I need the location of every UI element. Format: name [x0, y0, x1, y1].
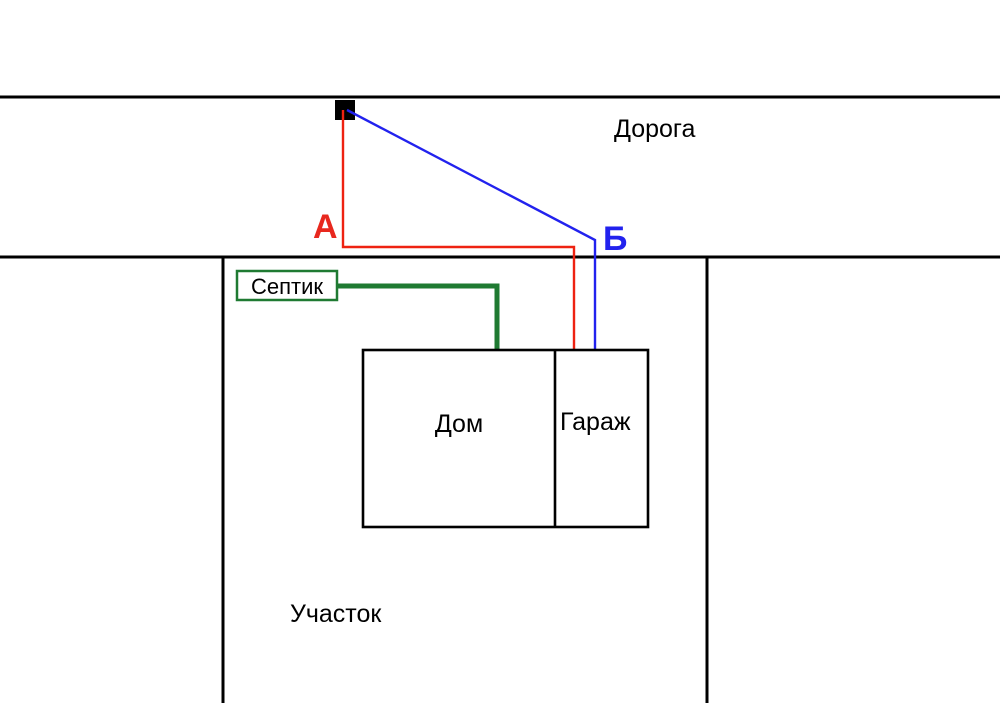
- house-label: Дом: [435, 410, 483, 438]
- route-a-line: [341, 110, 576, 350]
- sewer-line: [337, 283, 500, 350]
- route-b-line: [346, 108, 597, 350]
- road-label: Дорога: [614, 115, 695, 143]
- connection-point-marker: [335, 100, 355, 120]
- point-b-label: Б: [603, 220, 627, 258]
- plot-label: Участок: [290, 600, 382, 628]
- septic-label: Септик: [251, 274, 323, 299]
- point-a-label: А: [313, 208, 338, 246]
- building-footprint: [361, 348, 650, 529]
- garage-label: Гараж: [560, 408, 631, 436]
- septic-box: [235, 269, 339, 302]
